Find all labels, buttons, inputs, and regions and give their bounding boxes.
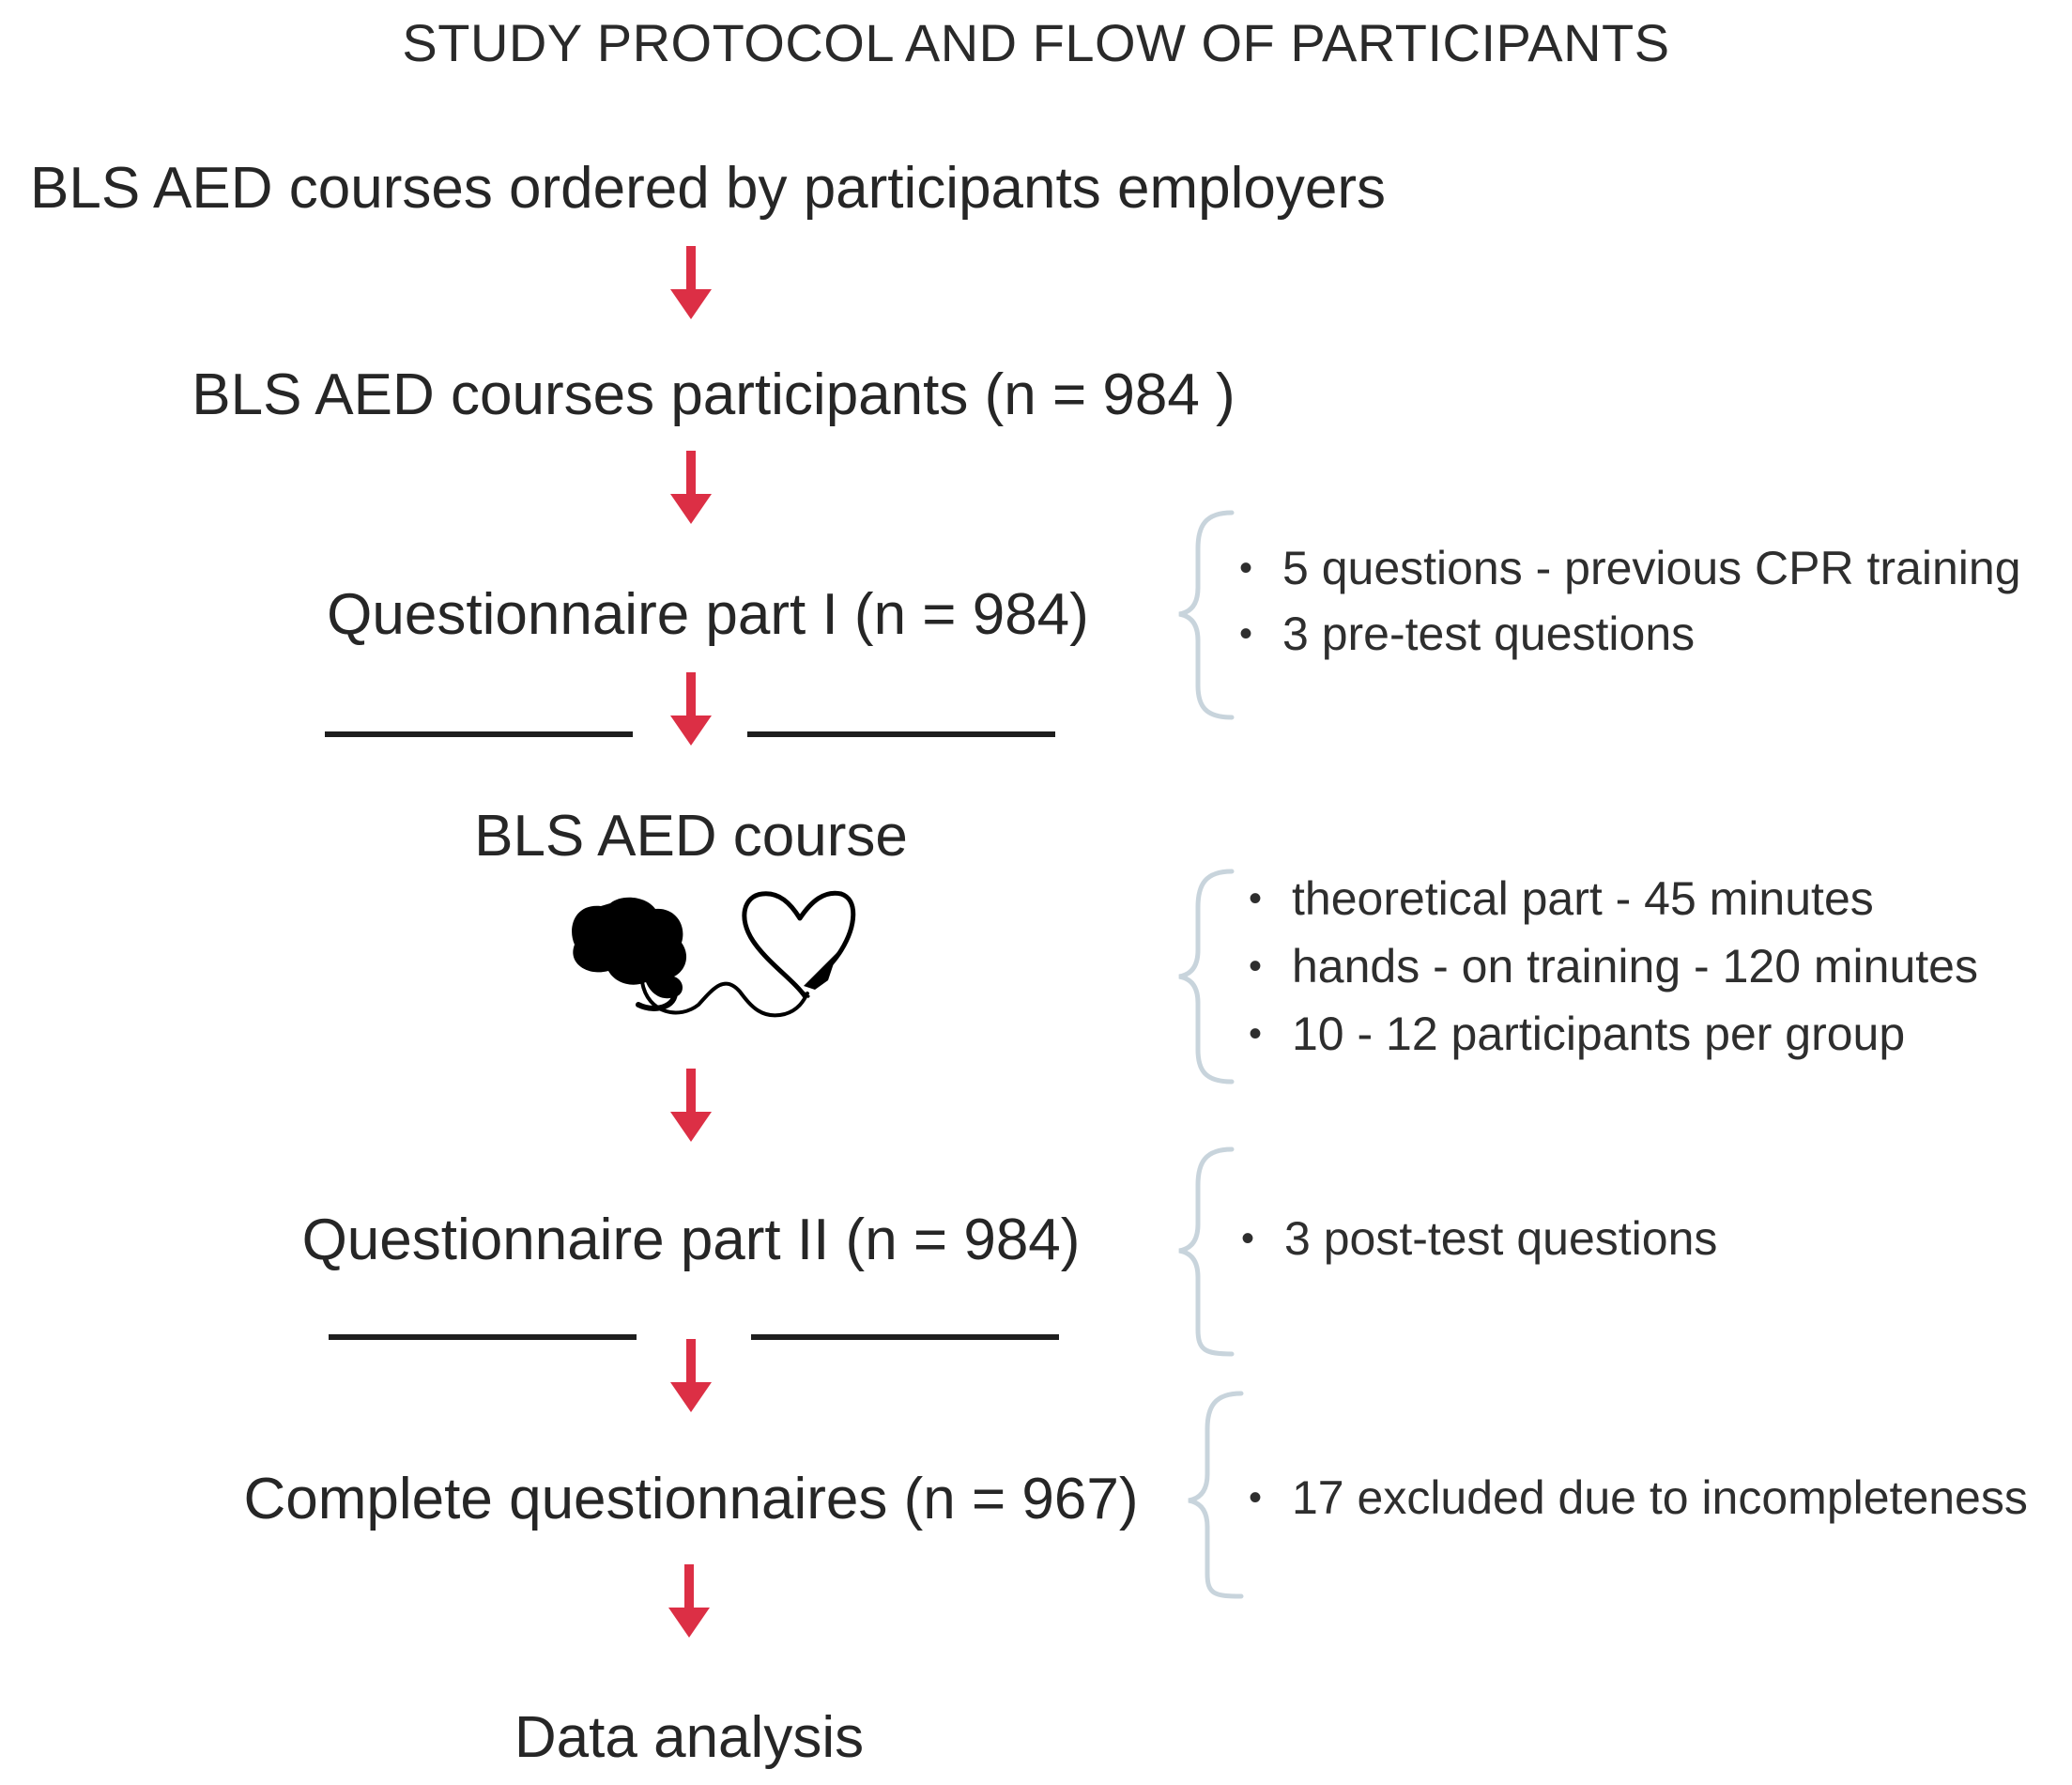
brace-part1 [1178,510,1235,720]
brace-part2 [1178,1146,1235,1357]
brace-complete [1188,1391,1244,1599]
note-item: 17 excluded due to incompleteness [1249,1474,2028,1521]
flow-arrow [670,451,712,524]
step-questionnaire-part-1: Questionnaire part I (n = 984) [327,582,1089,647]
brace-course [1178,869,1235,1085]
step-courses-ordered: BLS AED courses ordered by participants … [30,156,1386,221]
flow-arrow [668,1564,710,1638]
note-item: theoretical part - 45 minutes [1249,875,1874,922]
step-questionnaire-part-2: Questionnaire part II (n = 984) [301,1208,1081,1272]
flow-arrow [670,1339,712,1412]
note-item: 10 - 12 participants per group [1249,1010,1905,1057]
note-item: 3 pre-test questions [1239,610,1695,657]
flow-arrow [670,246,712,319]
step-course-participants: BLS AED courses participants (n = 984 ) [192,362,1236,427]
note-item: 5 questions - previous CPR training [1239,545,2020,592]
diagram-title: STUDY PROTOCOL AND FLOW OF PARTICIPANTS [402,13,1670,72]
note-item: hands - on training - 120 minutes [1249,943,1978,990]
flow-arrow [670,1069,712,1142]
step-bls-aed-course: BLS AED course [474,804,908,869]
step-data-analysis: Data analysis [514,1705,865,1770]
flow-arrow [670,672,712,746]
note-item: 3 post-test questions [1241,1215,1717,1262]
brain-heart-icon [572,890,856,1018]
step-complete-questionnaires: Complete questionnaires (n = 967) [243,1467,1139,1531]
